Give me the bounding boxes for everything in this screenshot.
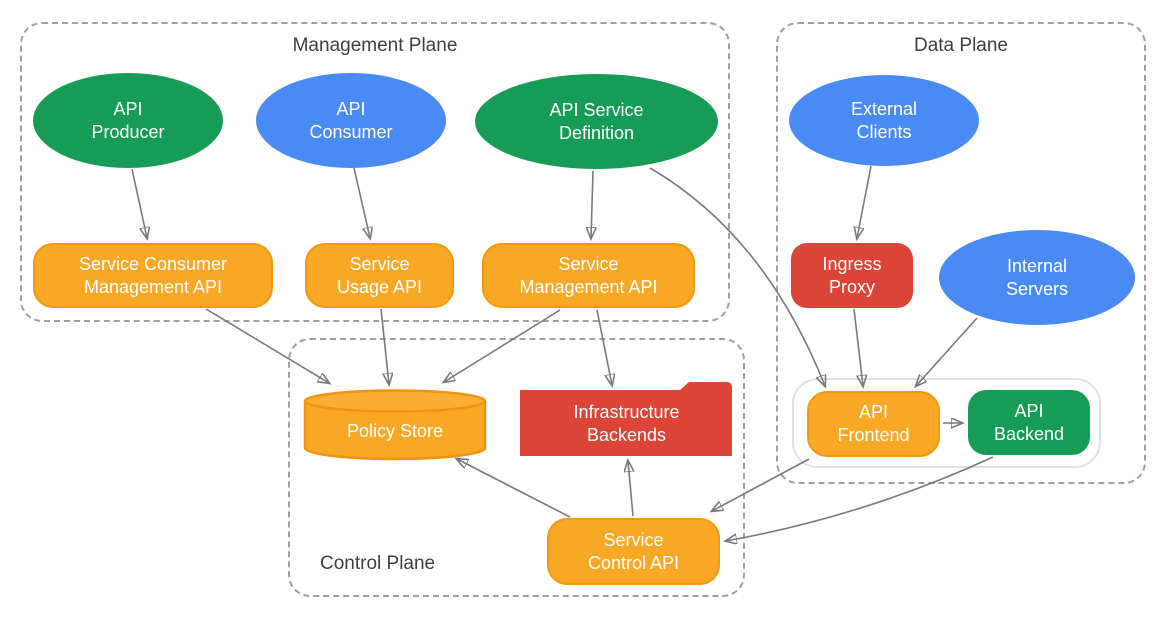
- node-service-usage-api-label: Service Usage API: [336, 253, 423, 297]
- edge-api-producer-to-scm-api: [131, 168, 147, 238]
- edge-internal-servers-to-api-frontend: [916, 317, 978, 386]
- edge-management-api-to-policy-store: [444, 309, 561, 382]
- node-service-consumer-management-api: Service Consumer Management API: [33, 243, 273, 308]
- control-plane-box: Control Plane: [288, 338, 745, 597]
- edge-api-frontend-to-service-control-api: [712, 458, 810, 511]
- folder-shape: [520, 382, 732, 456]
- edge-service-control-api-to-infrastructure-backends: [628, 461, 633, 517]
- edge-api-consumer-to-usage-api: [353, 167, 370, 238]
- node-external-clients-label: External Clients: [850, 98, 918, 142]
- node-external-clients: External Clients: [789, 75, 979, 166]
- node-service-control-api-label: Service Control API: [587, 529, 680, 573]
- node-service-management-api-label: Service Management API: [519, 253, 658, 297]
- edge-external-clients-to-ingress-proxy: [857, 165, 872, 238]
- node-api-frontend: API Frontend: [807, 391, 940, 457]
- edge-usage-api-to-policy-store: [380, 308, 389, 384]
- cylinder-shape: [303, 389, 487, 461]
- node-api-consumer-label: API Consumer: [309, 98, 393, 142]
- edge-service-control-api-to-policy-store: [457, 459, 571, 518]
- node-api-producer: API Producer: [33, 73, 223, 168]
- edge-management-api-to-infrastructure-backends: [596, 309, 612, 385]
- node-api-frontend-label: API Frontend: [837, 402, 910, 445]
- node-internal-servers: Internal Servers: [939, 230, 1135, 325]
- node-infrastructure-backends-label: Infrastructure Backends: [573, 401, 680, 445]
- node-internal-servers-label: Internal Servers: [1005, 255, 1068, 299]
- management-plane-box: Management Plane: [20, 22, 730, 322]
- node-policy-store-label: Policy Store: [346, 421, 444, 441]
- edge-api-definition-to-management-api: [591, 170, 593, 238]
- node-api-service-definition: API Service Definition: [475, 74, 718, 169]
- node-ingress-proxy-label: Ingress Proxy: [822, 253, 882, 297]
- node-service-management-api: Service Management API: [482, 243, 695, 308]
- node-api-consumer: API Consumer: [256, 73, 446, 168]
- node-api-backend-label: API Backend: [993, 400, 1065, 444]
- node-api-producer-label: API Producer: [91, 98, 165, 142]
- data-plane-box: Data Plane: [776, 22, 1146, 484]
- node-service-control-api: Service Control API: [547, 518, 720, 585]
- node-service-usage-api: Service Usage API: [305, 243, 454, 308]
- edge-scm-api-to-policy-store: [205, 308, 329, 383]
- edge-ingress-proxy-to-api-frontend: [853, 308, 863, 386]
- node-infrastructure-backends: Infrastructure Backends: [520, 381, 733, 457]
- edge-api-backend-to-service-control-api: [726, 456, 994, 541]
- node-service-consumer-management-api-label: Service Consumer Management API: [78, 253, 228, 297]
- data-plane-title: Data Plane: [913, 35, 1008, 56]
- edge-api-definition-to-api-frontend: [649, 167, 825, 386]
- node-ingress-proxy: Ingress Proxy: [791, 243, 913, 308]
- node-policy-store: Policy Store: [302, 388, 488, 462]
- node-api-service-definition-label: API Service Definition: [549, 99, 644, 143]
- node-api-backend: API Backend: [968, 390, 1090, 455]
- management-plane-title: Management Plane: [292, 35, 458, 56]
- control-plane-title: Control Plane: [320, 553, 436, 574]
